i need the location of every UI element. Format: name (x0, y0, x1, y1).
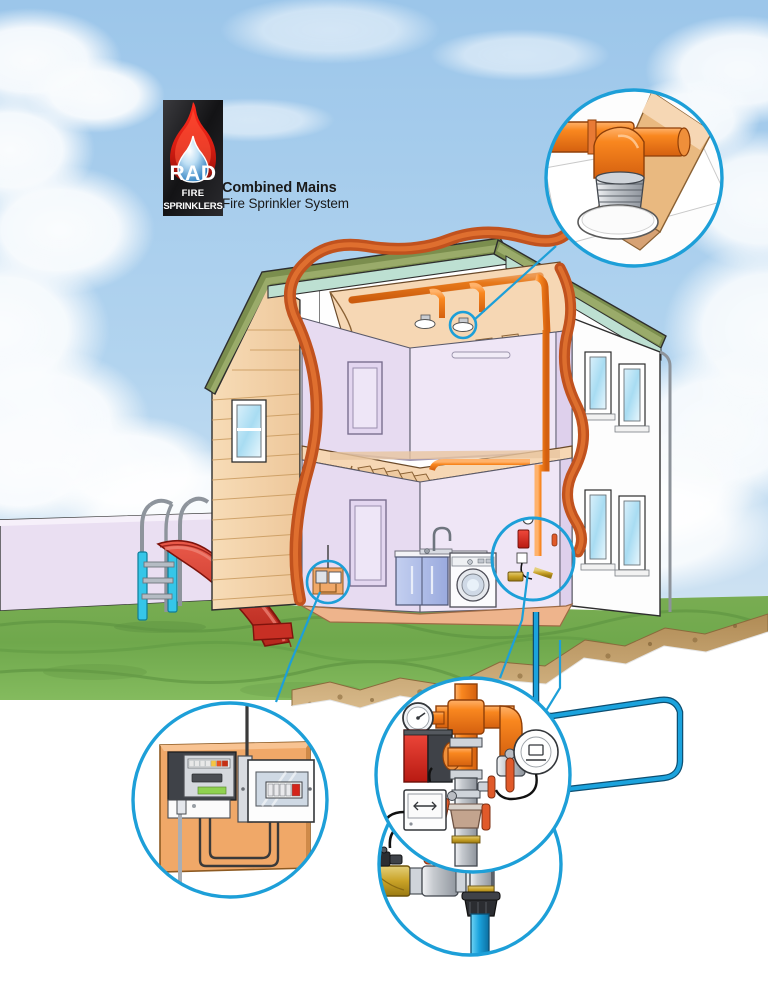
cutaway-torn-edge (284, 226, 590, 606)
compression-fitting (461, 891, 501, 917)
logo-sprinklers-text: SPRINKLERS (163, 201, 223, 212)
ceiling-sprinkler-marker (448, 310, 478, 340)
page-subtitle: Fire Sprinkler System (222, 196, 349, 212)
sprinkler-head-upper-2 (452, 317, 474, 332)
logo-fire-text: FIRE (181, 188, 205, 199)
logo-rad-text: RAD (169, 162, 217, 185)
flow-switch-dial (513, 729, 559, 775)
sprinkler-riser (534, 330, 550, 556)
non-return-valve (447, 803, 491, 831)
callout-control-panels (131, 701, 329, 899)
pressure-gauge (402, 702, 445, 734)
brand-title-block: Combined Mains Fire Sprinkler System (222, 180, 349, 211)
sprinkler-body (577, 171, 659, 240)
childrens-slide (137, 496, 294, 648)
internal-valve-marker (490, 516, 576, 602)
side-windows (580, 351, 650, 577)
logo-mark (163, 100, 223, 216)
internal-valve-assembly (507, 518, 558, 600)
internal-control-panel (312, 545, 344, 595)
house-marker-circles (305, 310, 576, 605)
monitoring-control-panel (167, 751, 237, 819)
water-meter (380, 846, 411, 897)
page-title: Combined Mains (222, 180, 337, 196)
led-indicator-bar (188, 760, 229, 767)
callout-sprinkler-head (544, 88, 724, 268)
sprinkler-head-upper-1 (414, 314, 436, 329)
kitchen-utility (394, 526, 497, 608)
breaker-switches (267, 783, 301, 797)
pump-control-box (403, 789, 447, 831)
callout-pump-valve-set (374, 676, 572, 874)
logo-wordmark: RAD FIRE SPRINKLERS (163, 100, 223, 216)
internal-panel-marker (305, 559, 351, 605)
consumer-unit (237, 755, 315, 823)
house-cutaway (204, 226, 672, 627)
